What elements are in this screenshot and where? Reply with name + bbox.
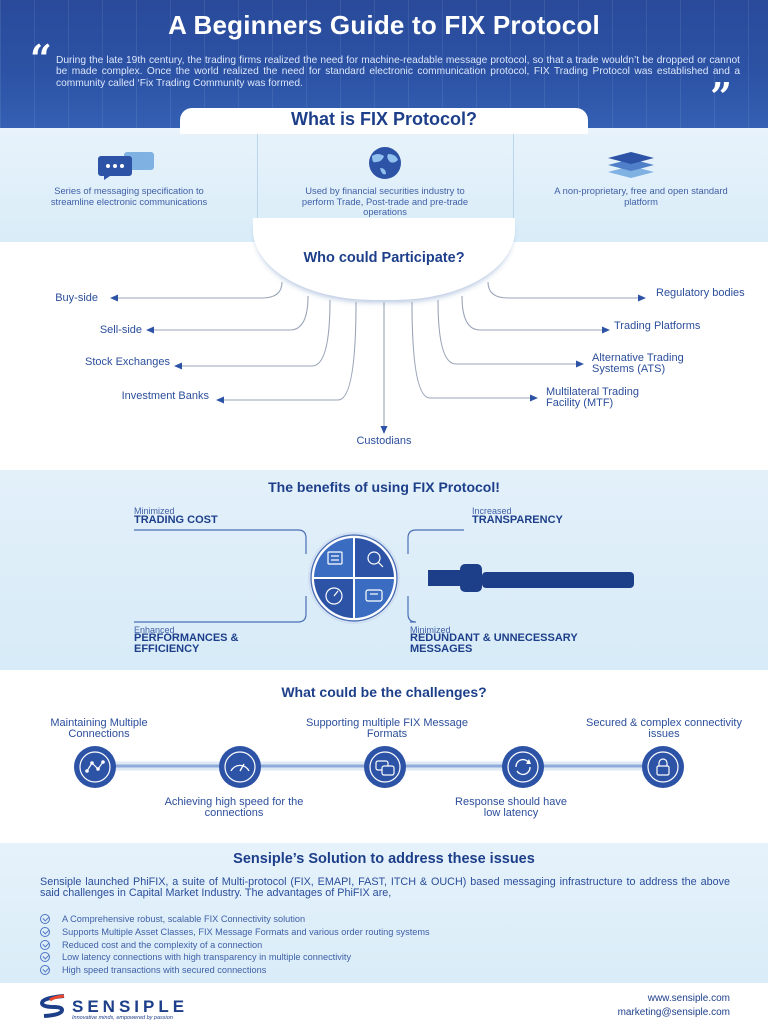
header-banner (0, 0, 768, 128)
globe-icon (369, 147, 401, 179)
challenge-label-formats: Supporting multiple FIX Message Formats (305, 717, 469, 740)
what-item-text: Used by financial securities industry to… (301, 185, 469, 218)
challenges-title: What could be the challenges? (281, 684, 487, 700)
benefit-redundant-qualifier: Minimized (410, 625, 451, 635)
what-item-text: A non-proprietary, free and open standar… (554, 185, 728, 207)
brand-name: SENSIPLE (72, 997, 189, 1016)
brand-tagline: Innovative minds, empowered by passion (72, 1015, 173, 1021)
website-link[interactable]: www.sensiple.com (647, 993, 730, 1004)
benefit-transparency-qualifier: Increased (472, 506, 512, 516)
participant-ats: Alternative Trading Systems (ATS) (592, 352, 684, 375)
what-item-text: Series of messaging specification to str… (50, 185, 208, 207)
list-item: Reduced cost and the complexity of a con… (40, 939, 730, 952)
benefit-trading-cost-qualifier: Minimized (134, 506, 175, 516)
quote-close-icon: ” (710, 74, 732, 119)
participant-sell-side: Sell-side (99, 324, 142, 336)
network-nodes-icon (74, 746, 116, 788)
challenge-label-connections: Maintaining Multiple Connections (50, 717, 148, 740)
benefit-redundant-messages: REDUNDANT & UNNECESSARY MESSAGES (410, 632, 578, 655)
participant-custodians: Custodians (356, 435, 412, 447)
participant-mtf: Multilateral Trading Facility (MTF) (546, 386, 639, 409)
what-item-open-standard: A non-proprietary, free and open standar… (514, 134, 768, 240)
solution-title: Sensiple’s Solution to address these iss… (233, 851, 535, 867)
check-circle-icon (40, 965, 50, 976)
participant-regulatory-bodies: Regulatory bodies (656, 287, 745, 299)
list-item: Supports Multiple Asset Classes, FIX Mes… (40, 926, 730, 939)
what-item-industry: Used by financial securities industry to… (258, 134, 514, 240)
speedometer-icon (219, 746, 261, 788)
layers-stack-icon (608, 152, 654, 178)
benefit-performance: PERFORMANCES & EFFICIENCY (134, 632, 239, 655)
sensiple-logo-icon (39, 994, 65, 1018)
list-item: Low latency connections with high transp… (40, 951, 730, 964)
secure-lock-icon (642, 746, 684, 788)
check-circle-icon (40, 914, 50, 924)
email-link[interactable]: marketing@sensiple.com (617, 1007, 730, 1018)
benefit-trading-cost: TRADING COST (134, 514, 218, 526)
what-item-messaging: Series of messaging specification to str… (2, 134, 258, 240)
message-format-icon (364, 746, 406, 788)
magnifier-lens (308, 532, 634, 624)
list-item: A Comprehensive robust, scalable FIX Con… (40, 913, 730, 926)
challenge-label-high-speed: Achieving high speed for the connections (164, 796, 304, 819)
refresh-cycle-icon (502, 746, 544, 788)
participant-stock-exchanges: Stock Exchanges (85, 356, 170, 368)
who-participate-title: Who could Participate? (303, 250, 465, 266)
benefit-transparency: TRANSPARENCY (472, 514, 563, 526)
participant-buy-side: Buy-side (55, 292, 98, 304)
solution-section (0, 843, 768, 983)
check-circle-icon (40, 939, 50, 950)
quote-open-icon: “ (30, 36, 52, 81)
solution-points: A Comprehensive robust, scalable FIX Con… (40, 913, 730, 977)
what-is-fix-title: What is FIX Protocol? (290, 109, 477, 129)
intro-paragraph: During the late 19th century, the tradin… (56, 55, 740, 89)
solution-intro: Sensiple launched PhiFIX, a suite of Mul… (40, 876, 730, 900)
magnifier-benefits-graphic (134, 529, 464, 623)
chat-bubbles-icon (98, 152, 154, 180)
benefit-performance-qualifier: Enhanced (134, 625, 175, 635)
check-circle-icon (40, 926, 50, 937)
participants-connector-lines (110, 281, 646, 434)
page-title: A Beginners Guide to FIX Protocol (168, 10, 600, 40)
check-circle-icon (40, 952, 50, 963)
list-item: High speed transactions with secured con… (40, 964, 730, 977)
participant-trading-platforms: Trading Platforms (614, 320, 701, 332)
benefits-title: The benefits of using FIX Protocol! (268, 479, 500, 495)
challenge-label-latency: Response should have low latency (455, 796, 567, 819)
participant-investment-banks: Investment Banks (121, 390, 209, 402)
challenge-label-secure: Secured & complex connectivity issues (586, 717, 742, 740)
